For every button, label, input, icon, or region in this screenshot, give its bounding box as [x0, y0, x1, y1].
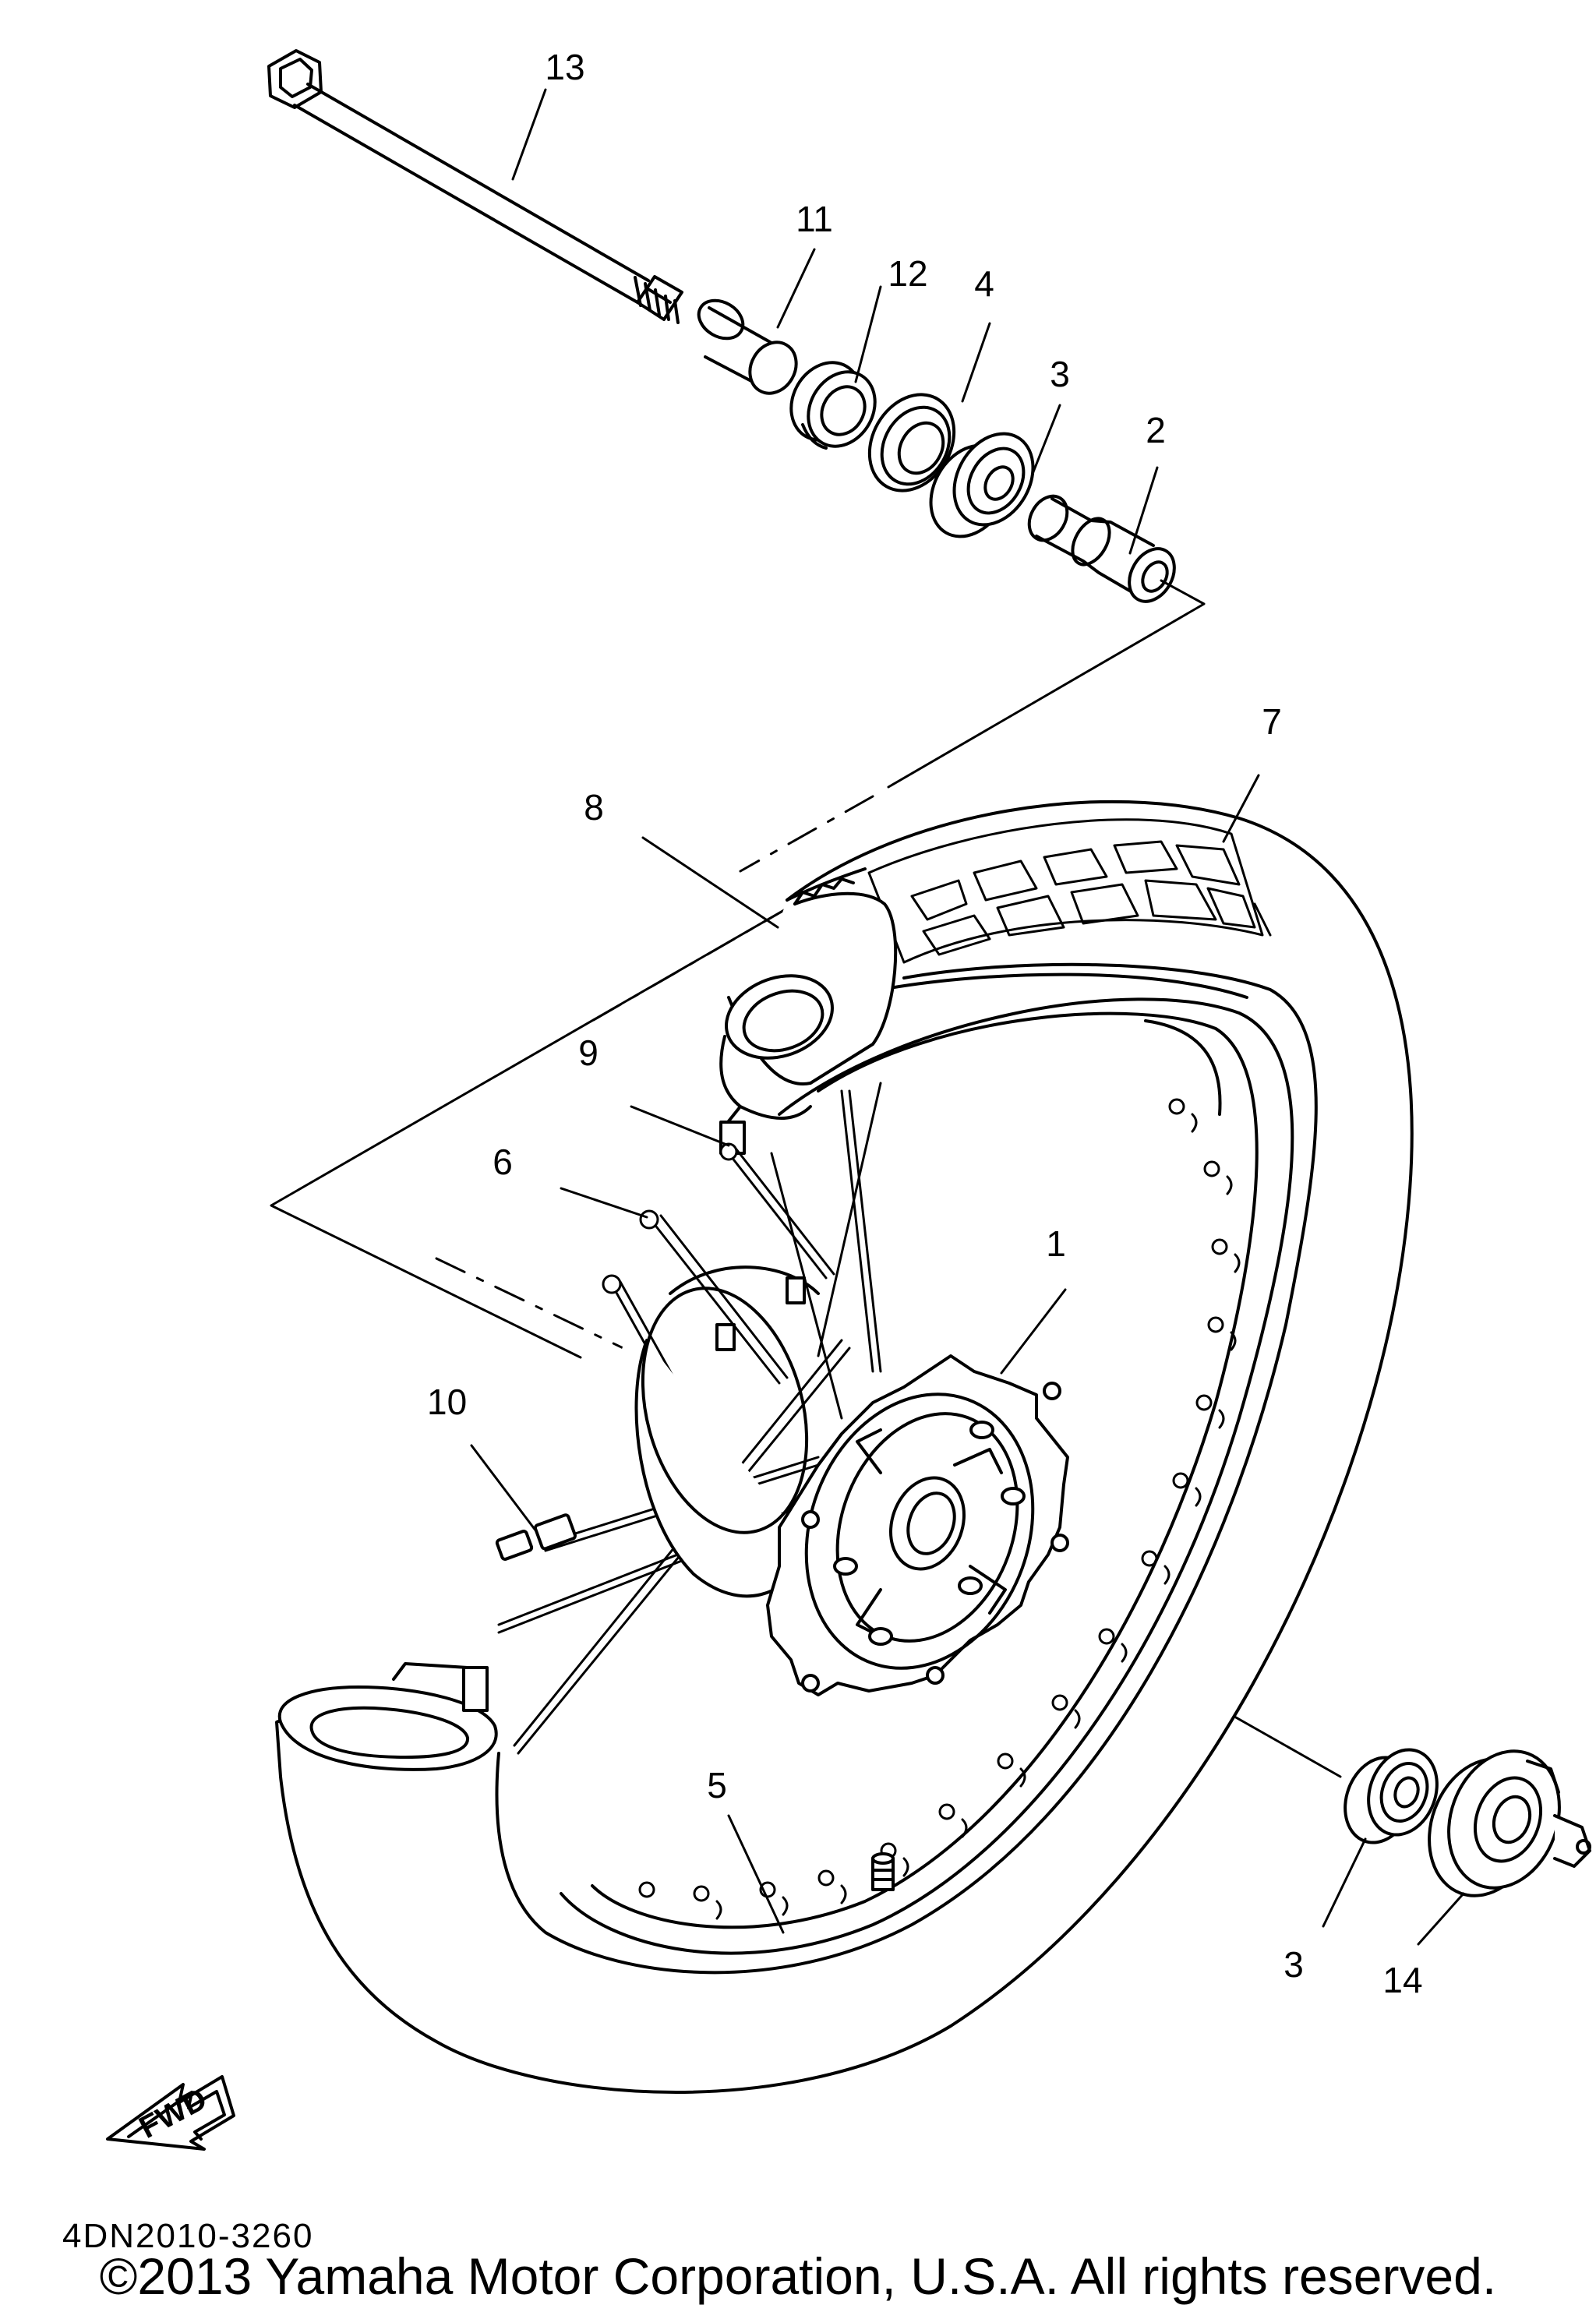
callout-5: 5: [707, 1765, 727, 1805]
callout-3-upper: 3: [1050, 354, 1070, 394]
spoke-nipples: [638, 1098, 1241, 1920]
callout-9: 9: [578, 1032, 598, 1073]
callout-2: 2: [1146, 410, 1166, 450]
callout-8: 8: [584, 787, 604, 828]
valve-stem: [871, 1852, 895, 1891]
drawing-code: 4DN2010-3260: [62, 2217, 314, 2255]
spoke-nipple: [495, 1513, 577, 1561]
callout-6: 6: [493, 1142, 513, 1182]
spacer: [1027, 494, 1176, 603]
copyright-notice: ©2013 Yamaha Motor Corporation, U.S.A. A…: [99, 2247, 1497, 2305]
hub: [634, 1265, 1069, 1696]
tire-tread: [867, 818, 1272, 964]
rim: [560, 997, 1294, 1955]
callout-10-html: 10: [427, 1382, 468, 1422]
callout-13: 13: [545, 47, 584, 87]
callout-7: 7: [1262, 701, 1282, 742]
fwd-arrow: FWD: [106, 2075, 235, 2151]
callout-14: 14: [1382, 1960, 1422, 2000]
axle: [267, 49, 683, 324]
callout-3-lower: 3: [1284, 1944, 1304, 1985]
callout-1: 1: [1046, 1223, 1066, 1264]
bearing-upper: [929, 432, 1035, 538]
oil-seal: [789, 361, 877, 450]
tire-section-cutaway: [719, 877, 898, 1155]
meter-gear-unit: [1428, 1749, 1591, 1897]
callout-4: 4: [974, 263, 994, 304]
callout-12: 12: [888, 253, 927, 294]
tire-lower-cutaway: [277, 1662, 498, 1771]
callout-11: 11: [796, 199, 833, 239]
bearing-lower: [1344, 1748, 1439, 1844]
callout-labels: 13 11 12 4 3 2 7 8 9 6 1 5 10 10 10 10 1…: [493, 47, 1422, 2000]
collar: [697, 298, 798, 395]
leader-lines: [470, 88, 1465, 1946]
